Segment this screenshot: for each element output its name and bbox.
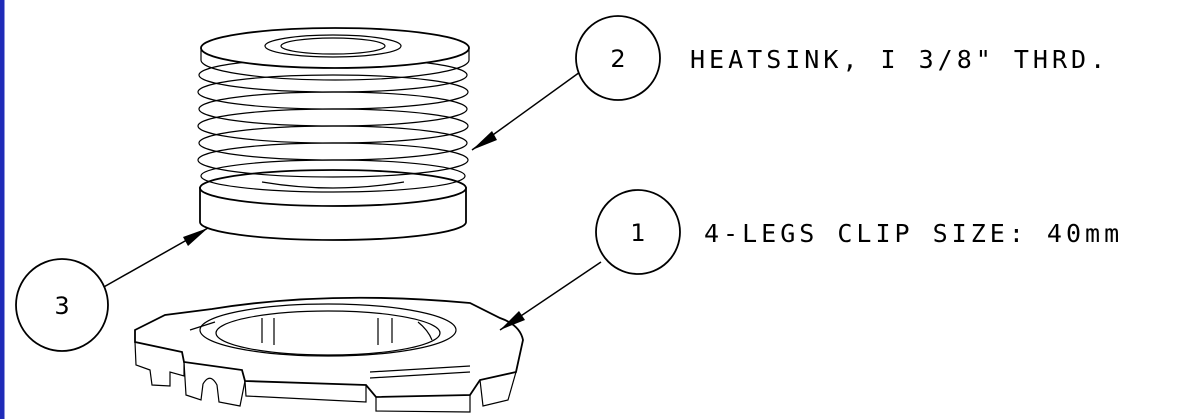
callout-number: 2 — [610, 45, 625, 73]
leader-lines — [101, 71, 602, 331]
clip-drawing — [134, 296, 524, 413]
callout-number: 3 — [54, 292, 69, 320]
callout-bubble-3: 3 — [15, 258, 109, 352]
callout-label-clip: 4-LEGS CLIP SIZE: 40mm — [704, 219, 1123, 248]
callout-number: 1 — [630, 219, 645, 247]
heatsink-drawing — [197, 27, 470, 241]
callout-label-heatsink: HEATSINK, I 3/8" THRD. — [690, 45, 1109, 74]
callout-bubble-1: 1 — [595, 189, 681, 275]
callout-bubble-2: 2 — [575, 15, 661, 101]
